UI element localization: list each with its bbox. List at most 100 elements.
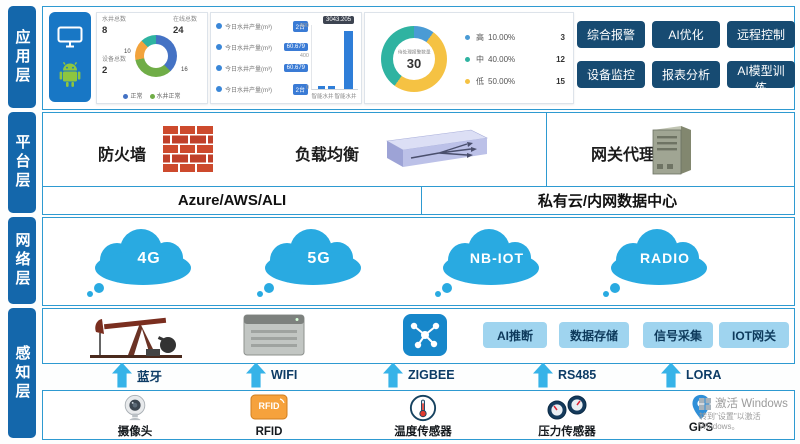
legend-row: 低 50.00% 15 — [465, 70, 565, 92]
client-devices-card — [49, 12, 91, 102]
firewall-icon — [163, 126, 213, 172]
app-button-comprehensive-alarm[interactable]: 综合报警 — [577, 21, 645, 48]
service-button-data-storage[interactable]: 数据存储 — [559, 322, 629, 348]
up-arrow-icon — [661, 362, 681, 388]
x-axis-labels: 智能水井 智能水井 — [311, 94, 357, 100]
link-label: 蓝牙 — [137, 369, 163, 384]
bar — [328, 86, 335, 89]
value-chip: 60.679 — [283, 64, 308, 72]
app-button-report-analysis[interactable]: 报表分析 — [652, 61, 720, 88]
cloud-icon — [435, 229, 539, 297]
layer-tab-label: 网络层 — [13, 232, 31, 289]
app-button-ai-optimization[interactable]: AI优化 — [652, 21, 720, 48]
cloud-label: 4G — [137, 250, 161, 267]
service-button-ai-inference[interactable]: AI推断 — [483, 322, 547, 348]
link-wifi: WIFI — [246, 362, 297, 388]
legend-dot — [123, 93, 129, 99]
device-label: RFID — [255, 426, 283, 438]
y-axis-tick: 400 — [299, 53, 309, 59]
load-balancer-label: 负载均衡 — [295, 147, 360, 164]
production-row: 今日水井产量(m³) 60.679 — [216, 60, 308, 76]
network-cloud-5g: 5G — [253, 224, 385, 298]
legend-item: 正常 — [123, 91, 143, 100]
up-arrow-icon — [246, 362, 266, 388]
app-button-remote-control[interactable]: 远程控制 — [727, 21, 795, 48]
network-layer-panel: 4G 5G NB-IOT RADI — [42, 217, 795, 306]
section-divider — [421, 186, 422, 214]
service-button-iot-gateway[interactable]: IOT网关 — [719, 322, 789, 348]
layer-tab-network: 网络层 — [8, 217, 36, 304]
network-cloud-nbiot: NB-IOT — [431, 224, 563, 298]
thermometer-icon — [409, 394, 437, 422]
bullet-icon — [216, 86, 222, 92]
link-zigbee: ZIGBEE — [383, 362, 455, 388]
link-rs485: RS485 — [533, 362, 596, 388]
donut-value-label: 16 — [181, 67, 188, 73]
link-label: WIFI — [271, 368, 298, 382]
layer-tab-application: 应用层 — [8, 6, 36, 108]
layer-tab-label: 平台层 — [13, 134, 31, 191]
alarm-legend: 高 10.00% 3 中 40.00% 12 低 50.00% 15 — [465, 26, 565, 92]
perception-gateway-panel: AI推断 数据存储 信号采集 IOT网关 — [42, 308, 795, 364]
value-chip: 2台 — [292, 20, 308, 32]
rfid-icon-text: RFID — [258, 401, 280, 411]
legend-row: 高 10.00% 3 — [465, 26, 565, 48]
oil-pumpjack-icon — [90, 317, 182, 358]
up-arrow-icon — [383, 362, 403, 388]
bullet-icon — [216, 44, 222, 50]
production-row: 今日水井产量(m³) 2台 — [216, 81, 308, 97]
bar — [344, 31, 353, 89]
production-dashboard-panel: 今日水井产量(m³) 2台 今日水井产量(m³) 60.679 今日水井产量(m… — [210, 12, 362, 104]
android-icon — [59, 62, 81, 88]
layer-tab-label: 应用层 — [13, 28, 31, 86]
monitor-icon — [57, 26, 83, 48]
alarm-dashboard-panel: 待处理报警数量 30 高 10.00% 3 中 40.00% 12 低 50.0… — [364, 12, 574, 104]
device-pressure-sensor: 压力传感器 — [521, 394, 613, 439]
up-arrow-icon — [112, 362, 132, 388]
production-row: 今日水井产量(m³) 60.679 — [216, 39, 308, 55]
up-arrow-icon — [533, 362, 553, 388]
device-temperature-sensor: 温度传感器 — [381, 394, 465, 439]
section-divider — [43, 186, 794, 187]
app-button-device-monitoring[interactable]: 设备监控 — [577, 61, 645, 88]
private-cloud-label: 私有云/内网数据中心 — [537, 193, 678, 210]
cloud-icon — [87, 229, 191, 297]
donut-value-label: 10 — [124, 49, 131, 55]
cloud-icon — [603, 229, 707, 297]
bullet-icon — [216, 23, 222, 29]
legend-row: 中 40.00% 12 — [465, 48, 565, 70]
public-cloud-label: Azure/AWS/ALI — [177, 192, 287, 209]
rfid-tag: RFID — [250, 394, 288, 425]
link-lora: LORA — [661, 362, 721, 388]
alarm-center-label: 待处理报警数量 — [397, 49, 431, 55]
windows-logo-icon — [699, 398, 711, 411]
device-label: 温度传感器 — [394, 426, 452, 438]
firewall-label: 防火墙 — [98, 147, 147, 164]
link-label: LORA — [686, 368, 722, 382]
service-button-signal-acquisition[interactable]: 信号采集 — [643, 322, 713, 348]
watermark-line1: 激活 Windows — [715, 398, 788, 410]
production-row: 今日水井产量(m³) 2台 — [216, 18, 308, 34]
cloud-label: NB-IOT — [469, 250, 525, 266]
legend-dot — [465, 78, 470, 84]
app-button-ai-model-training[interactable]: AI模型训练 — [727, 61, 795, 95]
perception-sensors-panel: 摄像头 RFID RFID 温度传感器 压力传感器 — [42, 390, 795, 440]
legend-item: 水井正常 — [149, 91, 181, 100]
wells-legend: 正常 水井正常 — [97, 91, 207, 100]
production-bar-chart — [311, 25, 358, 90]
value-chip: 60.679 — [283, 43, 308, 51]
link-label: RS485 — [558, 368, 597, 382]
section-divider — [546, 113, 547, 186]
network-cloud-4g: 4G — [83, 224, 215, 298]
layer-tab-platform: 平台层 — [8, 112, 36, 213]
link-label: ZIGBEE — [408, 368, 455, 382]
watermark-line2: 转到"设置"以激活 Windows。 — [699, 411, 761, 432]
device-rfid: RFID RFID — [239, 394, 299, 438]
value-chip: 2台 — [292, 83, 308, 95]
camera-icon — [124, 394, 146, 421]
cloud-icon — [257, 229, 361, 297]
